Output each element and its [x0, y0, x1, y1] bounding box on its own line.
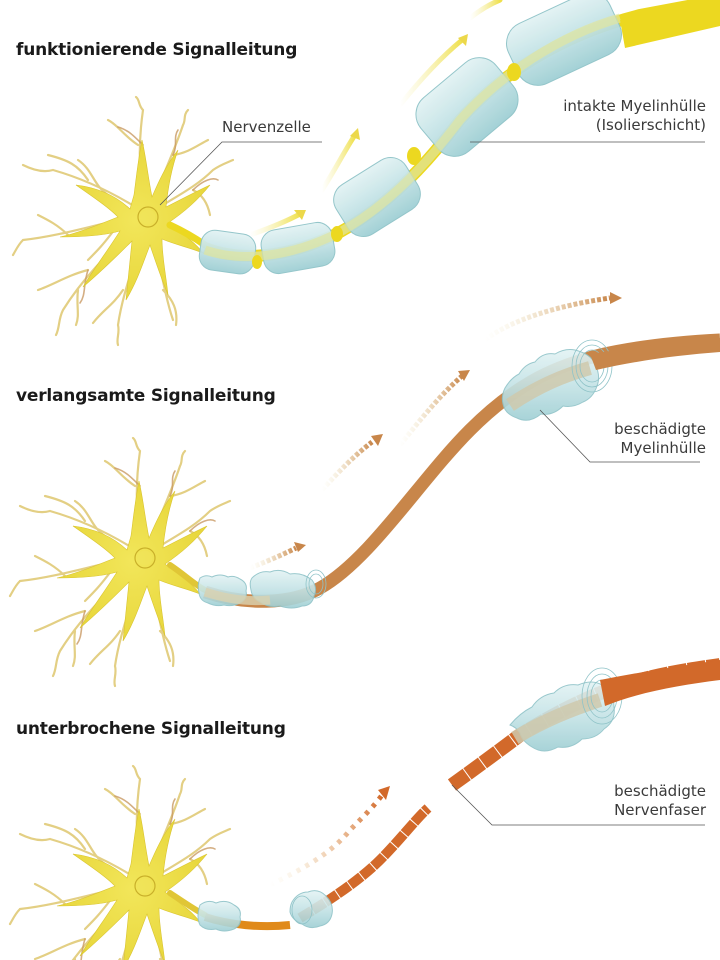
panel-interrupted-art	[8, 658, 720, 960]
label-intact-myelin-line1: intakte Myelinhülle	[563, 97, 706, 115]
neuron-cell-icon	[11, 95, 235, 347]
label-damaged-fiber-line2: Nervenfaser	[614, 801, 706, 819]
panel-title-functioning: funktionierende Signalleitung	[16, 40, 298, 60]
label-intact-myelin-line2: (Isolierschicht)	[595, 116, 706, 134]
panel-slowed-art	[8, 292, 720, 688]
label-neuron: Nervenzelle	[222, 118, 311, 136]
neuron-cell-icon	[8, 764, 232, 960]
panel-functioning-art	[11, 0, 720, 347]
panel-title-slowed: verlangsamte Signalleitung	[16, 386, 276, 406]
label-damaged-myelin: beschädigte Myelinhülle	[614, 420, 706, 458]
label-damaged-myelin-line1: beschädigte	[614, 420, 706, 438]
neuron-cell-icon	[8, 436, 232, 688]
label-intact-myelin: intakte Myelinhülle (Isolierschicht)	[563, 97, 706, 135]
label-damaged-fiber: beschädigte Nervenfaser	[614, 782, 706, 820]
label-damaged-myelin-line2: Myelinhülle	[620, 439, 706, 457]
panel-title-interrupted: unterbrochene Signalleitung	[16, 719, 286, 739]
label-damaged-fiber-line1: beschädigte	[614, 782, 706, 800]
